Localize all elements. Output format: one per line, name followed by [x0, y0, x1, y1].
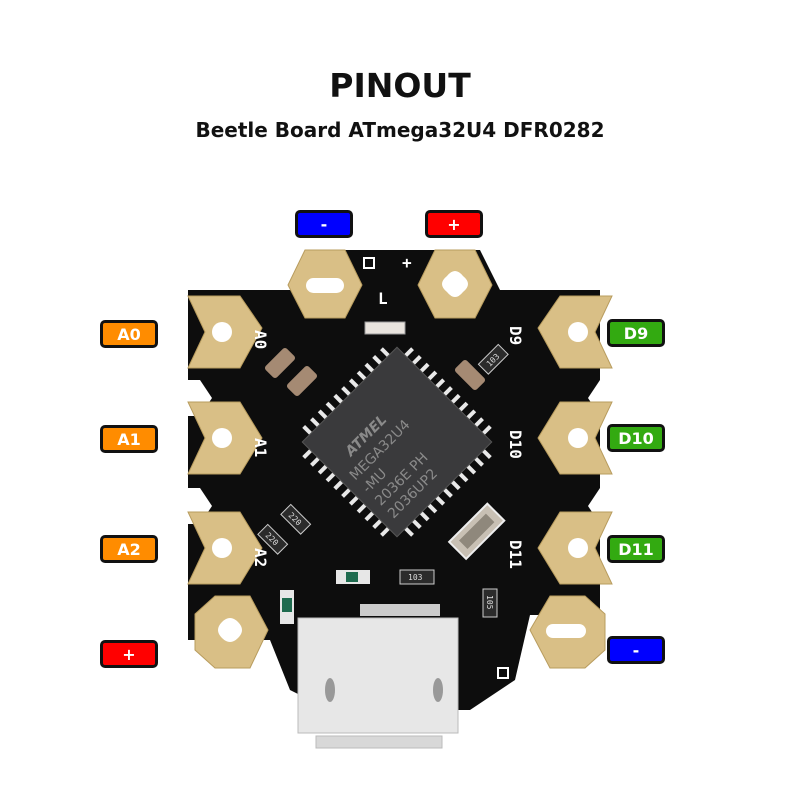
chip-pin — [404, 347, 414, 358]
chip-pin — [419, 511, 430, 522]
silk-minus-bottom-marker — [497, 667, 509, 679]
pin-badge-top-positive: + — [425, 210, 483, 238]
chip-pin — [302, 425, 313, 435]
chip-pin — [310, 456, 320, 467]
chip-pin — [325, 401, 336, 412]
chip-pin — [481, 449, 492, 459]
chip-pin — [317, 409, 328, 420]
chip-pin — [364, 511, 375, 522]
chip-pin — [380, 526, 390, 537]
chip-pin — [481, 425, 492, 435]
chip-pin — [411, 355, 422, 365]
pad-d10 — [537, 401, 613, 475]
silk-minus-top-marker — [363, 257, 375, 269]
silk-d10: D10 — [506, 430, 525, 459]
chip-pin — [404, 526, 414, 537]
pin-badge-d9: D9 — [607, 319, 665, 347]
chip-pin — [333, 480, 344, 491]
chip-pin — [450, 393, 461, 404]
resistor-label-5: 105 — [485, 595, 494, 610]
pin-badge-d10: D10 — [607, 424, 665, 452]
chip-pin — [474, 456, 484, 467]
chip-pin — [427, 370, 438, 381]
chip-pin — [442, 487, 453, 498]
pin-badge-right-negative: - — [607, 636, 665, 664]
chip-pin — [380, 347, 390, 358]
pad-d11 — [537, 511, 613, 585]
silk-d9: D9 — [506, 326, 525, 345]
pin-badge-d11: D11 — [607, 535, 665, 563]
led-component — [364, 321, 406, 335]
chip-pin — [435, 495, 446, 506]
pin-badge-a2: A2 — [100, 535, 158, 563]
chip-pin — [310, 417, 320, 428]
pad-a0 — [187, 295, 263, 369]
chip-pin — [435, 378, 446, 389]
pad-a2 — [187, 511, 263, 585]
chip-pin — [348, 378, 359, 389]
pad-right-power — [529, 595, 606, 669]
resistor-label-4: 103 — [408, 573, 423, 582]
pad-left-power — [194, 595, 269, 669]
chip-pin — [325, 472, 336, 483]
chip-pin — [450, 480, 461, 491]
chip-pin — [302, 449, 313, 459]
chip-pin — [458, 401, 469, 412]
chip-pins — [302, 347, 492, 537]
silk-led: L — [378, 289, 388, 308]
capacitors — [264, 347, 486, 397]
silk-plus-bottom: + — [258, 665, 268, 684]
mcu-chip — [301, 346, 493, 538]
pad-d9 — [537, 295, 613, 369]
pin-badge-a0: A0 — [100, 320, 158, 348]
silk-a1: A1 — [251, 438, 270, 457]
chip-pin — [341, 386, 352, 397]
chip-pin — [442, 386, 453, 397]
pad-top-positive — [417, 249, 493, 319]
chip-pin — [317, 464, 328, 475]
silk-plus-top: + — [402, 253, 412, 272]
chip-pin — [356, 503, 367, 514]
chip-pin — [466, 464, 477, 475]
pin-badge-top-negative: - — [295, 210, 353, 238]
page-subtitle: Beetle Board ATmega32U4 DFR0282 — [195, 118, 605, 142]
chip-pin — [372, 519, 383, 529]
silk-d11: D11 — [506, 540, 525, 569]
silk-a2: A2 — [251, 548, 270, 567]
crystal-oscillator — [447, 502, 506, 561]
chip-pin — [341, 487, 352, 498]
chip-pin — [348, 495, 359, 506]
micro-usb-connector — [297, 604, 459, 749]
pin-badge-a1: A1 — [100, 425, 158, 453]
chip-pin — [466, 409, 477, 420]
pad-top-negative — [287, 249, 363, 319]
chip-pin — [419, 362, 430, 373]
chip-pin — [427, 503, 438, 514]
chip-pin — [356, 370, 367, 381]
pad-a1 — [187, 401, 263, 475]
chip-pin — [364, 362, 375, 373]
chip-pin — [333, 393, 344, 404]
chip-pin — [474, 417, 484, 428]
pin-badge-left-positive: + — [100, 640, 158, 668]
chip-pin — [372, 355, 383, 365]
page-title: PINOUT — [329, 66, 471, 105]
chip-pin — [458, 472, 469, 483]
chip-pin — [411, 519, 422, 529]
silk-a0: A0 — [251, 330, 270, 349]
